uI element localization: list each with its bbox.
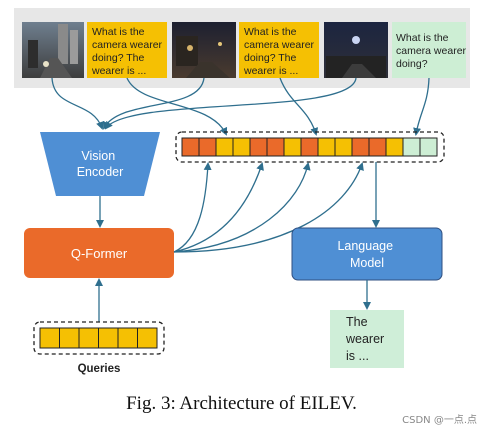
- arrow-frame1-to-encoder: [51, 77, 104, 130]
- figure-caption: Fig. 3: Architecture of EILEV.: [126, 393, 357, 414]
- queries-border: [33, 321, 165, 355]
- query-tokens: [39, 327, 158, 349]
- language-model-label: Language Model: [337, 239, 396, 270]
- query-token: [39, 327, 60, 349]
- watermark: CSDN @一点.点: [402, 415, 477, 426]
- prompt-2-text: What is the camera wearer doing? The wea…: [243, 26, 317, 77]
- sequence-token-yellow: [334, 137, 353, 157]
- qformer-label: Q-Former: [71, 246, 128, 261]
- vision-encoder-label: Vision Encoder: [77, 149, 124, 179]
- prompt-box-3: What is the camera wearer doing?: [392, 22, 469, 78]
- sequence-token-orange: [368, 137, 387, 157]
- query-token: [59, 327, 80, 349]
- arrow-prompt3-to-seq: [413, 77, 430, 136]
- arrow-frame3-to-encoder: [104, 77, 357, 130]
- arrow-prompt1-to-seq: [126, 77, 228, 136]
- output-box: The wearer is ...: [330, 310, 404, 368]
- token-sequence: [181, 137, 438, 157]
- frame-arrows: [51, 77, 430, 136]
- query-token: [78, 327, 99, 349]
- prompt-1-text: What is the camera wearer doing? The wea…: [91, 26, 165, 77]
- sequence-token-yellow: [232, 137, 251, 157]
- video-frame-2: [172, 22, 236, 78]
- sequence-token-orange: [300, 137, 319, 157]
- output-text: The wearer is ...: [345, 315, 388, 363]
- token-sequence-border: [175, 131, 445, 163]
- video-frame-1: [22, 22, 84, 78]
- query-token: [137, 327, 158, 349]
- arrow-frame2-to-encoder: [103, 77, 205, 130]
- vision-encoder: Vision Encoder: [40, 132, 160, 196]
- sequence-token-orange: [198, 137, 217, 157]
- sequence-token-orange: [266, 137, 285, 157]
- sequence-token-yellow: [215, 137, 234, 157]
- video-frame-3: [324, 22, 388, 78]
- sequence-token-yellow: [317, 137, 336, 157]
- sequence-token-yellow: [283, 137, 302, 157]
- prompt-box-2: What is the camera wearer doing? The wea…: [239, 22, 319, 78]
- sequence-token-green: [419, 137, 438, 157]
- sequence-token-orange: [351, 137, 370, 157]
- queries-label: Queries: [78, 363, 121, 375]
- query-token: [117, 327, 138, 349]
- arrow-prompt2-to-seq: [279, 77, 319, 136]
- sequence-token-green: [402, 137, 421, 157]
- prompt-3-text: What is the camera wearer doing?: [396, 32, 469, 70]
- qformer-to-seq-arrows: [173, 162, 364, 253]
- qformer-block: Q-Former: [24, 228, 174, 278]
- language-model-block: Language Model: [291, 227, 443, 281]
- prompt-box-1: What is the camera wearer doing? The wea…: [87, 22, 167, 78]
- query-token: [98, 327, 119, 349]
- sequence-token-orange: [249, 137, 268, 157]
- sequence-token-yellow: [385, 137, 404, 157]
- sequence-token-orange: [181, 137, 200, 157]
